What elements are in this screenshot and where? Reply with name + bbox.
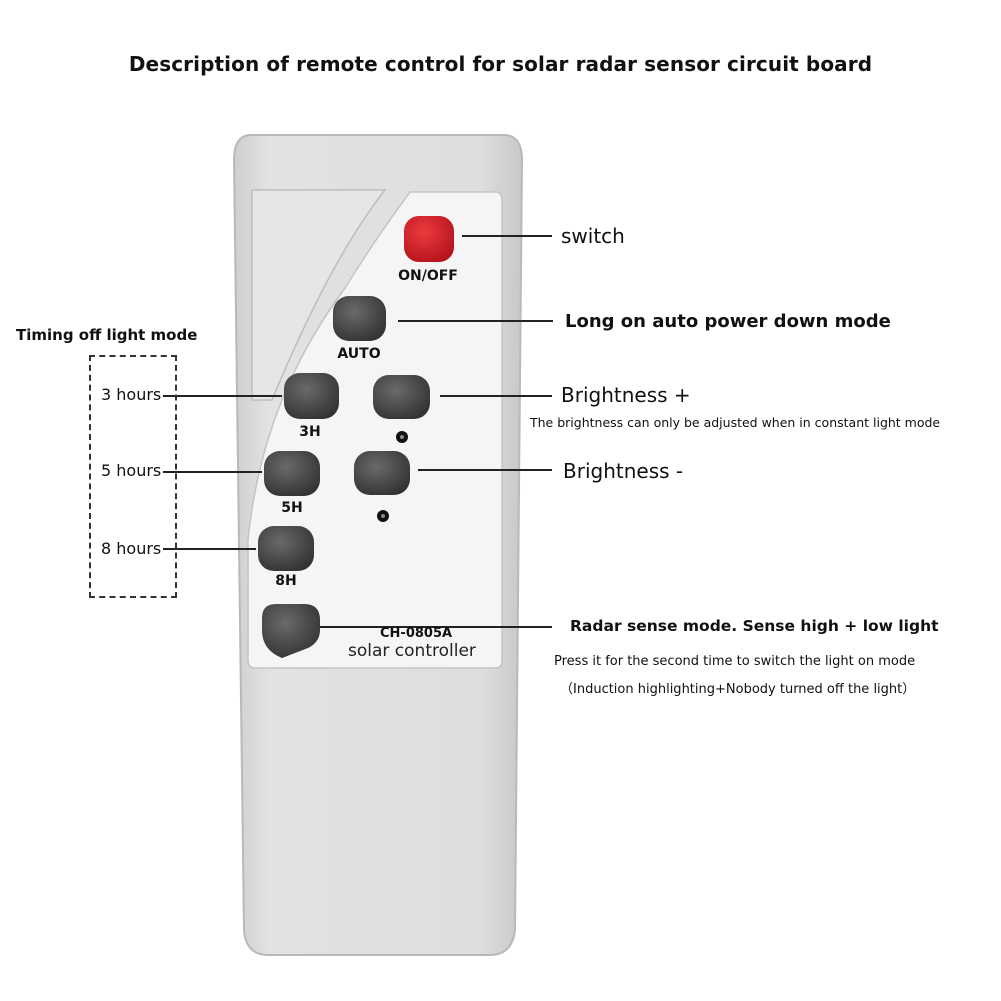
auto-label: AUTO (337, 346, 381, 362)
timing-3-hours: 3 hours (101, 385, 162, 404)
on-off-label: ON/OFF (398, 268, 458, 284)
brightness-minus-button[interactable] (354, 451, 410, 495)
remote-bevel (251, 189, 387, 401)
timing-heading: Timing off light mode (16, 326, 198, 344)
auto-button[interactable] (333, 296, 386, 341)
page-title: Description of remote control for solar … (128, 52, 873, 76)
8h-button[interactable] (258, 526, 314, 571)
timing-box (89, 355, 177, 598)
radar-button[interactable] (262, 604, 320, 658)
3h-button[interactable] (284, 373, 339, 419)
brightness-minus-dot-inner (381, 514, 385, 518)
timing-8-hours: 8 hours (101, 539, 162, 558)
brightness-minus-callout: Brightness - (563, 459, 684, 483)
brand-text: solar controller (348, 641, 476, 661)
power-button[interactable] (404, 216, 454, 262)
model-number: CH-0805A (380, 626, 453, 641)
8h-label: 8H (275, 573, 297, 589)
5h-button[interactable] (264, 451, 320, 496)
radar-note-2: （Induction highlighting+Nobody turned of… (560, 682, 916, 697)
auto-callout: Long on auto power down mode (565, 311, 891, 332)
brightness-note: The brightness can only be adjusted when… (530, 415, 941, 430)
timing-5-hours: 5 hours (101, 461, 162, 480)
5h-label: 5H (281, 500, 303, 516)
brightness-plus-callout: Brightness + (561, 383, 691, 407)
radar-callout: Radar sense mode. Sense high + low light (570, 617, 939, 635)
switch-callout: switch (561, 224, 625, 248)
radar-note-1: Press it for the second time to switch t… (554, 654, 916, 669)
brightness-plus-dot-inner (400, 435, 404, 439)
3h-label: 3H (299, 424, 321, 440)
brightness-plus-button[interactable] (373, 375, 430, 419)
